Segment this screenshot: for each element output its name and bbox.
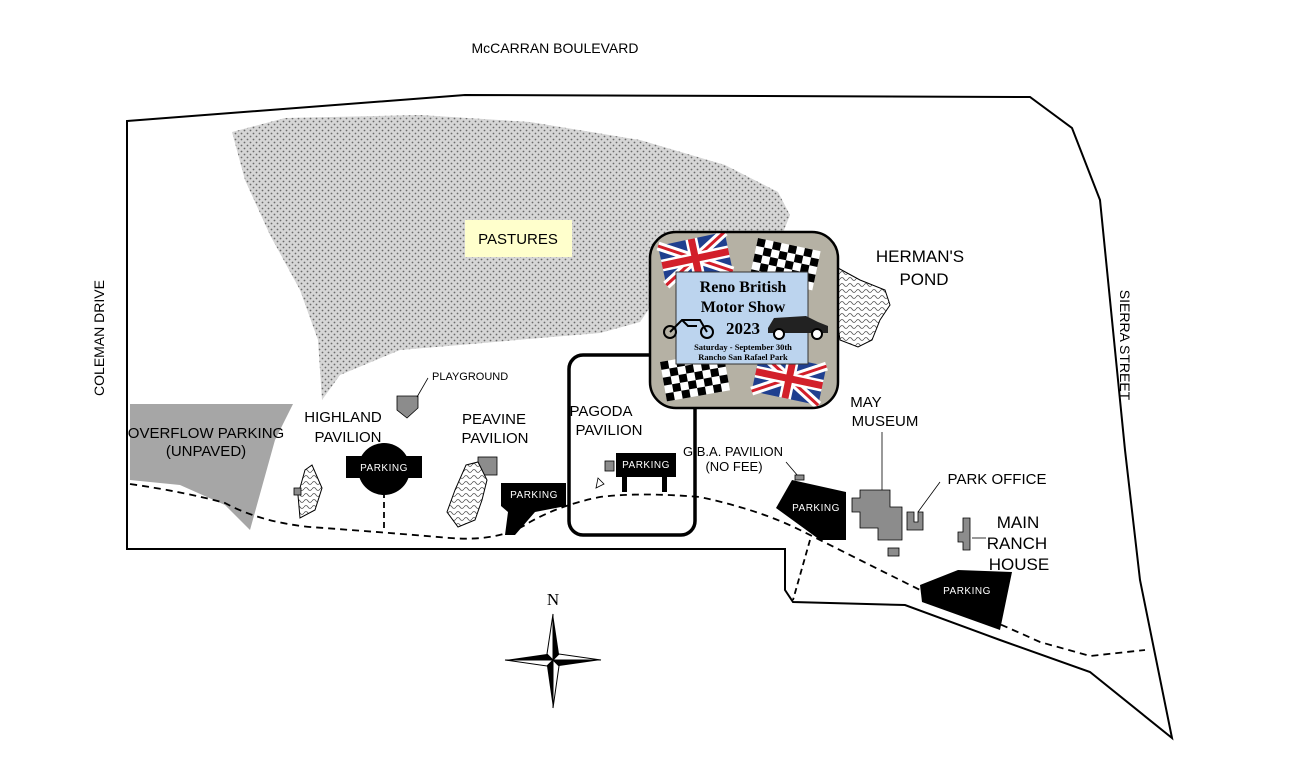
main-ranch-label-3: HOUSE (989, 555, 1049, 574)
badge-title-1: Reno British (700, 279, 787, 296)
trail-spur-2 (792, 539, 811, 601)
may-museum-label-2: MUSEUM (852, 413, 919, 430)
park-office-leader (917, 481, 941, 513)
may-museum-building (851, 489, 903, 541)
overflow-parking-area (130, 404, 293, 530)
pagoda-parking-label: PARKING (622, 460, 670, 471)
pastures-area (232, 115, 790, 400)
highland-label-2: PAVILION (315, 429, 382, 446)
pagoda-parking (616, 453, 676, 477)
main-ranch-building (957, 517, 971, 551)
gba-label-1: G.B.A. PAVILION (683, 444, 783, 459)
overflow-parking-label-1: OVERFLOW PARKING (128, 425, 284, 442)
park-office-building (906, 511, 924, 531)
overflow-parking-label-2: (UNPAVED) (166, 443, 246, 460)
peavine-parking (501, 483, 566, 535)
event-badge: Reno British Motor Show 2023 Saturday - … (648, 230, 840, 410)
main-ranch-label-2: RANCH (987, 534, 1047, 553)
playground-label: PLAYGROUND (432, 371, 508, 383)
highland-label-1: HIGHLAND (304, 409, 382, 426)
badge-border (648, 230, 840, 410)
hermans-pond-label-1: HERMAN'S (876, 247, 964, 266)
badge-venue: Rancho San Rafael Park (698, 352, 788, 362)
peavine-label-1: PEAVINE (462, 411, 526, 428)
pagoda-building (604, 460, 615, 472)
pastures-label: PASTURES (478, 231, 558, 248)
pagoda-parking-leg-2 (662, 476, 667, 492)
badge-year: 2023 (726, 319, 760, 338)
walking-trail (129, 483, 1146, 657)
main-ranch-parking (920, 570, 1012, 630)
badge-date: Saturday - September 30th (694, 342, 792, 352)
playground-leader (416, 377, 429, 398)
park-office-label: PARK OFFICE (948, 471, 1047, 488)
gba-building (794, 474, 805, 481)
coleman-drive-label: COLEMAN DRIVE (91, 280, 107, 396)
highland-building (293, 487, 302, 496)
gba-parking (776, 480, 846, 540)
main-ranch-parking-label: PARKING (943, 586, 991, 597)
hermans-pond-label-2: POND (899, 270, 948, 289)
pagoda-outline (567, 353, 697, 537)
main-ranch-label-1: MAIN (997, 513, 1040, 532)
motorcycle-icon (663, 319, 714, 339)
pagoda-label-2: PAVILION (576, 422, 643, 439)
gba-parking-label: PARKING (792, 503, 840, 514)
pagoda-small-shape (595, 477, 605, 489)
playground-building (396, 395, 419, 419)
peavine-parking-label: PARKING (510, 490, 558, 501)
pagoda-label-1: PAGODA (569, 403, 632, 420)
compass-north-label: N (547, 590, 559, 609)
highland-parking-label: PARKING (360, 463, 408, 474)
may-museum-label-1: MAY (850, 394, 881, 411)
peavine-pond (446, 461, 488, 528)
highland-parking-bar (346, 456, 422, 478)
gba-label-2: (NO FEE) (705, 459, 762, 474)
vintage-car-icon (768, 316, 828, 340)
may-museum-annex (887, 547, 900, 557)
pagoda-parking-leg-1 (622, 476, 627, 492)
gba-leader (785, 461, 799, 477)
badge-title-2: Motor Show (701, 299, 786, 316)
mccarran-boulevard-label: McCARRAN BOULEVARD (472, 40, 639, 56)
pastures-label-bg (465, 220, 572, 257)
peavine-label-2: PAVILION (462, 430, 529, 447)
sierra-street-label: SIERRA STREET (1117, 290, 1133, 401)
compass-rose: N (504, 590, 602, 709)
